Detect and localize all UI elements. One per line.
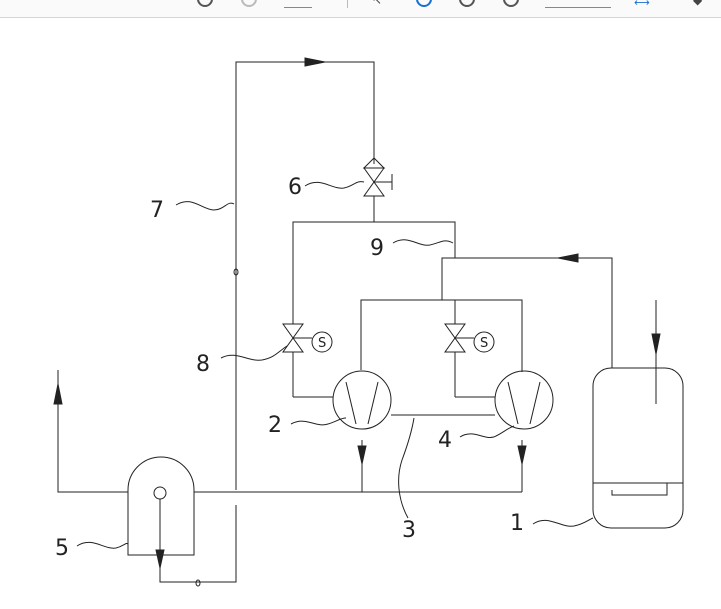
pipe-compressor-frame [360,299,523,372]
label-2: 2 [268,413,282,438]
valve-6 [362,157,393,197]
label-8: 8 [196,352,210,377]
toolbar-separator [347,0,348,8]
overflow-icon[interactable]: ◆ [693,0,703,7]
valve-right-solenoid-label: S [480,336,488,351]
label-9: 9 [370,236,384,261]
zoom-level-input[interactable] [284,0,312,8]
pipe-inner-frame [441,257,613,490]
line-marker-upper [233,268,239,276]
zoom-in-icon[interactable] [241,0,257,7]
rotate-right-icon[interactable] [459,0,475,7]
flow-arrow-return [557,253,579,263]
compressor-2 [332,370,392,430]
label-4: 4 [438,428,452,453]
pointer-icon[interactable]: ↖ [372,0,383,7]
zoom-out-icon[interactable] [197,0,213,7]
pipe-7 [235,61,375,490]
leader-3 [398,417,415,519]
leader-5 [76,541,129,549]
pipe-5-outlet [57,370,128,493]
pipe-9-header [292,221,456,370]
vessel-5-arrow [155,549,165,569]
refrigeration-schematic: 7 6 9 8 2 4 3 5 1 S S [53,57,684,587]
discharge-arrow-4 [517,445,527,465]
valve-8 [282,323,333,353]
page-nav-icon[interactable] [503,0,519,7]
label-3: 3 [402,518,416,543]
viewer-toolbar: ↖ ⟷ ◆ [0,0,721,18]
tank-1 [592,367,684,529]
label-5: 5 [55,536,69,561]
leader-7 [175,201,235,211]
line-marker-lower [195,579,201,587]
leader-2 [290,417,347,426]
compressor-4 [494,370,554,430]
leader-1 [532,517,594,527]
outlet-arrow-up [53,383,63,405]
leader-8 [220,345,288,361]
rotate-left-icon[interactable] [416,0,432,7]
leader-9 [392,239,454,246]
fit-width-icon[interactable]: ⟷ [634,0,650,9]
leader-4 [459,425,515,438]
page-number-input[interactable] [545,0,611,8]
discharge-arrow-2 [357,445,367,465]
label-7: 7 [150,198,164,223]
label-1: 1 [510,511,524,536]
label-6: 6 [288,175,302,200]
flow-arrow-top [304,57,326,67]
tank-1-inlet-arrow [651,333,661,355]
leader-6 [304,181,365,189]
valve-8-solenoid-label: S [318,336,326,351]
